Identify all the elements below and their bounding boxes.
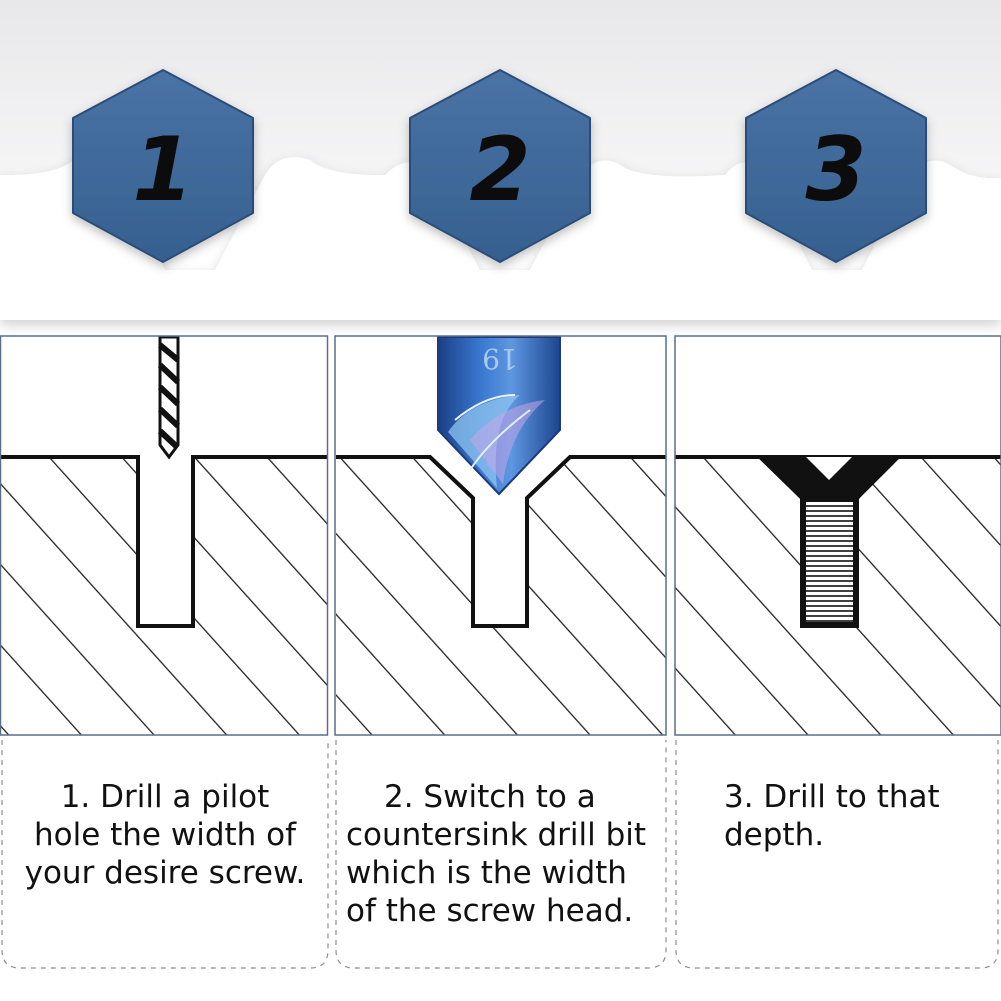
panel-3-diagram bbox=[674, 335, 1001, 736]
step-3-number: 3 bbox=[805, 118, 866, 221]
caption-line: countersink drill bit bbox=[346, 817, 647, 853]
step-2-caption: 2. Switch to a countersink drill bit whi… bbox=[346, 778, 656, 948]
caption-cards bbox=[1, 740, 999, 969]
workpiece-hatch bbox=[675, 457, 1001, 735]
drill-bit-size-mark: 19 bbox=[482, 342, 518, 375]
workpiece-outline bbox=[0, 455, 327, 628]
caption-line: which is the width bbox=[346, 855, 627, 891]
step-2-hexagon bbox=[409, 69, 591, 263]
caption-line: hole the width of bbox=[33, 817, 297, 853]
step-1-number: 1 bbox=[132, 118, 193, 221]
workpiece-hatch bbox=[0, 457, 327, 735]
caption-line: 1. Drill a pilot bbox=[60, 779, 270, 815]
step-2-number: 2 bbox=[469, 118, 530, 221]
caption-line: 3. Drill to that bbox=[724, 779, 940, 815]
step-3-caption: 3. Drill to that depth. bbox=[724, 778, 994, 948]
caption-line: your desire screw. bbox=[24, 855, 306, 891]
twist-drill-icon bbox=[157, 335, 181, 460]
caption-line: 2. Switch to a bbox=[384, 779, 596, 815]
workpiece-hatch bbox=[336, 457, 666, 735]
step-3-hexagon bbox=[745, 69, 927, 263]
panel-1-diagram bbox=[0, 335, 329, 736]
caption-line: depth. bbox=[724, 817, 825, 853]
workpiece-outline bbox=[336, 455, 666, 628]
countersunk-screw-icon bbox=[760, 455, 898, 626]
caption-line: of the screw head. bbox=[346, 893, 634, 929]
panel-2-diagram: 19 bbox=[334, 335, 667, 736]
countersink-bit-icon: 19 bbox=[437, 336, 561, 496]
step-1-hexagon bbox=[72, 69, 254, 263]
step-1-caption: 1. Drill a pilot hole the width of your … bbox=[0, 778, 330, 948]
